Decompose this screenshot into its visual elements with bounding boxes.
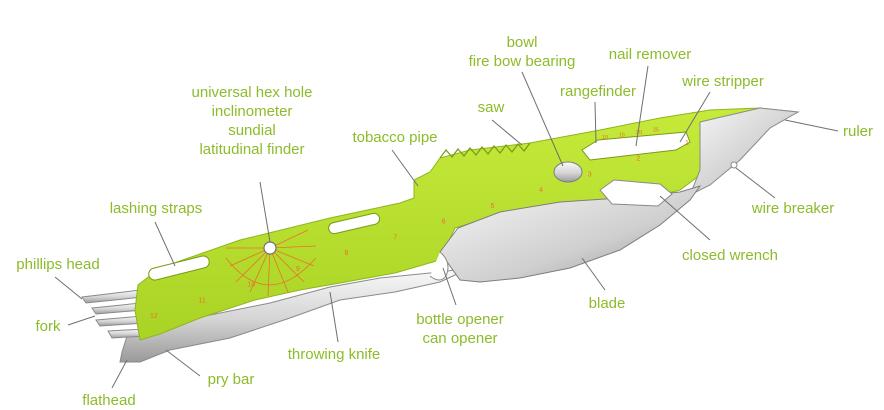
rangefinder-number: 20 bbox=[636, 130, 642, 136]
leader-rangefinder bbox=[594, 101, 597, 144]
hex-hole bbox=[263, 241, 277, 255]
bowl-dome bbox=[553, 161, 583, 183]
sundial-engraving bbox=[225, 229, 317, 297]
label-tobacco-pipe: tobacco pipe bbox=[352, 129, 438, 146]
rangefinder-markings: 10 15 20 25 bbox=[602, 128, 659, 142]
leader-bottle-opener bbox=[442, 267, 457, 306]
throwing-knife-edge bbox=[119, 267, 471, 363]
ruler-tip bbox=[689, 107, 800, 197]
handle-number: 12 bbox=[150, 313, 158, 320]
leader-phillips-head bbox=[54, 276, 83, 300]
label-bottle-opener: bottle opener can opener bbox=[416, 311, 504, 347]
label-closed-wrench: closed wrench bbox=[682, 247, 778, 264]
label-ruler: ruler bbox=[842, 123, 873, 140]
handle-number: 5 bbox=[491, 203, 495, 210]
leader-ruler bbox=[784, 119, 839, 132]
label-universal-hex-hole: universal hex hole inclinometer sundial … bbox=[191, 84, 313, 158]
leader-wire-stripper bbox=[679, 91, 711, 143]
leader-tobacco-pipe bbox=[391, 149, 419, 187]
label-wire-breaker: wire breaker bbox=[751, 200, 835, 217]
label-nail-remover: nail remover bbox=[608, 46, 692, 63]
handle-number: 10 bbox=[247, 282, 255, 289]
lashing-slot-1 bbox=[148, 255, 210, 281]
leader-saw bbox=[491, 119, 523, 146]
handle-number: 4 bbox=[539, 187, 543, 194]
handle-number-markings: 12 11 10 9 8 7 6 5 4 3 2 1 bbox=[150, 140, 689, 320]
label-throwing-knife: throwing knife bbox=[287, 346, 381, 363]
leader-nail-remover bbox=[635, 65, 649, 147]
saw-teeth bbox=[439, 142, 531, 159]
leader-wire-breaker bbox=[735, 167, 776, 199]
label-pry-bar: pry bar bbox=[207, 371, 255, 388]
tool-illustration bbox=[81, 107, 800, 363]
handle-number: 7 bbox=[393, 234, 397, 241]
leader-lashing-straps bbox=[154, 221, 176, 267]
leader-pry-bar bbox=[165, 349, 201, 377]
label-fork: fork bbox=[35, 318, 61, 335]
wire-breaker-notch bbox=[730, 161, 738, 169]
fork-tines bbox=[81, 289, 147, 339]
leader-closed-wrench bbox=[659, 195, 711, 241]
blade-shape bbox=[439, 185, 702, 283]
leader-fork bbox=[67, 315, 96, 326]
rangefinder-number: 25 bbox=[653, 128, 659, 134]
leader-hex-hole bbox=[259, 181, 271, 243]
leader-lines bbox=[54, 65, 839, 389]
leader-bowl bbox=[521, 71, 564, 167]
handle-number: 3 bbox=[588, 172, 592, 179]
lashing-slot-2 bbox=[328, 212, 381, 235]
label-lashing-straps: lashing straps bbox=[109, 200, 203, 217]
label-wire-stripper: wire stripper bbox=[682, 73, 764, 90]
rangefinder-number: 10 bbox=[602, 135, 608, 141]
label-bowl: bowl fire bow bearing bbox=[468, 34, 576, 70]
rangefinder-number: 15 bbox=[619, 133, 625, 139]
label-rangefinder: rangefinder bbox=[560, 83, 636, 100]
label-saw: saw bbox=[477, 99, 505, 116]
leader-flathead bbox=[111, 359, 128, 389]
handle-number: 11 bbox=[199, 297, 206, 304]
leader-blade bbox=[581, 257, 606, 291]
label-phillips-head: phillips head bbox=[16, 256, 100, 273]
label-blade: blade bbox=[588, 295, 626, 312]
label-flathead: flathead bbox=[82, 392, 136, 409]
handle-number: 1 bbox=[685, 140, 689, 147]
handle-number: 6 bbox=[442, 219, 446, 226]
closed-wrench-cutout bbox=[599, 179, 673, 207]
leader-throwing-knife bbox=[329, 291, 339, 343]
handle-number: 8 bbox=[345, 250, 349, 257]
handle-number: 2 bbox=[636, 156, 640, 163]
handle-number: 9 bbox=[296, 266, 300, 273]
